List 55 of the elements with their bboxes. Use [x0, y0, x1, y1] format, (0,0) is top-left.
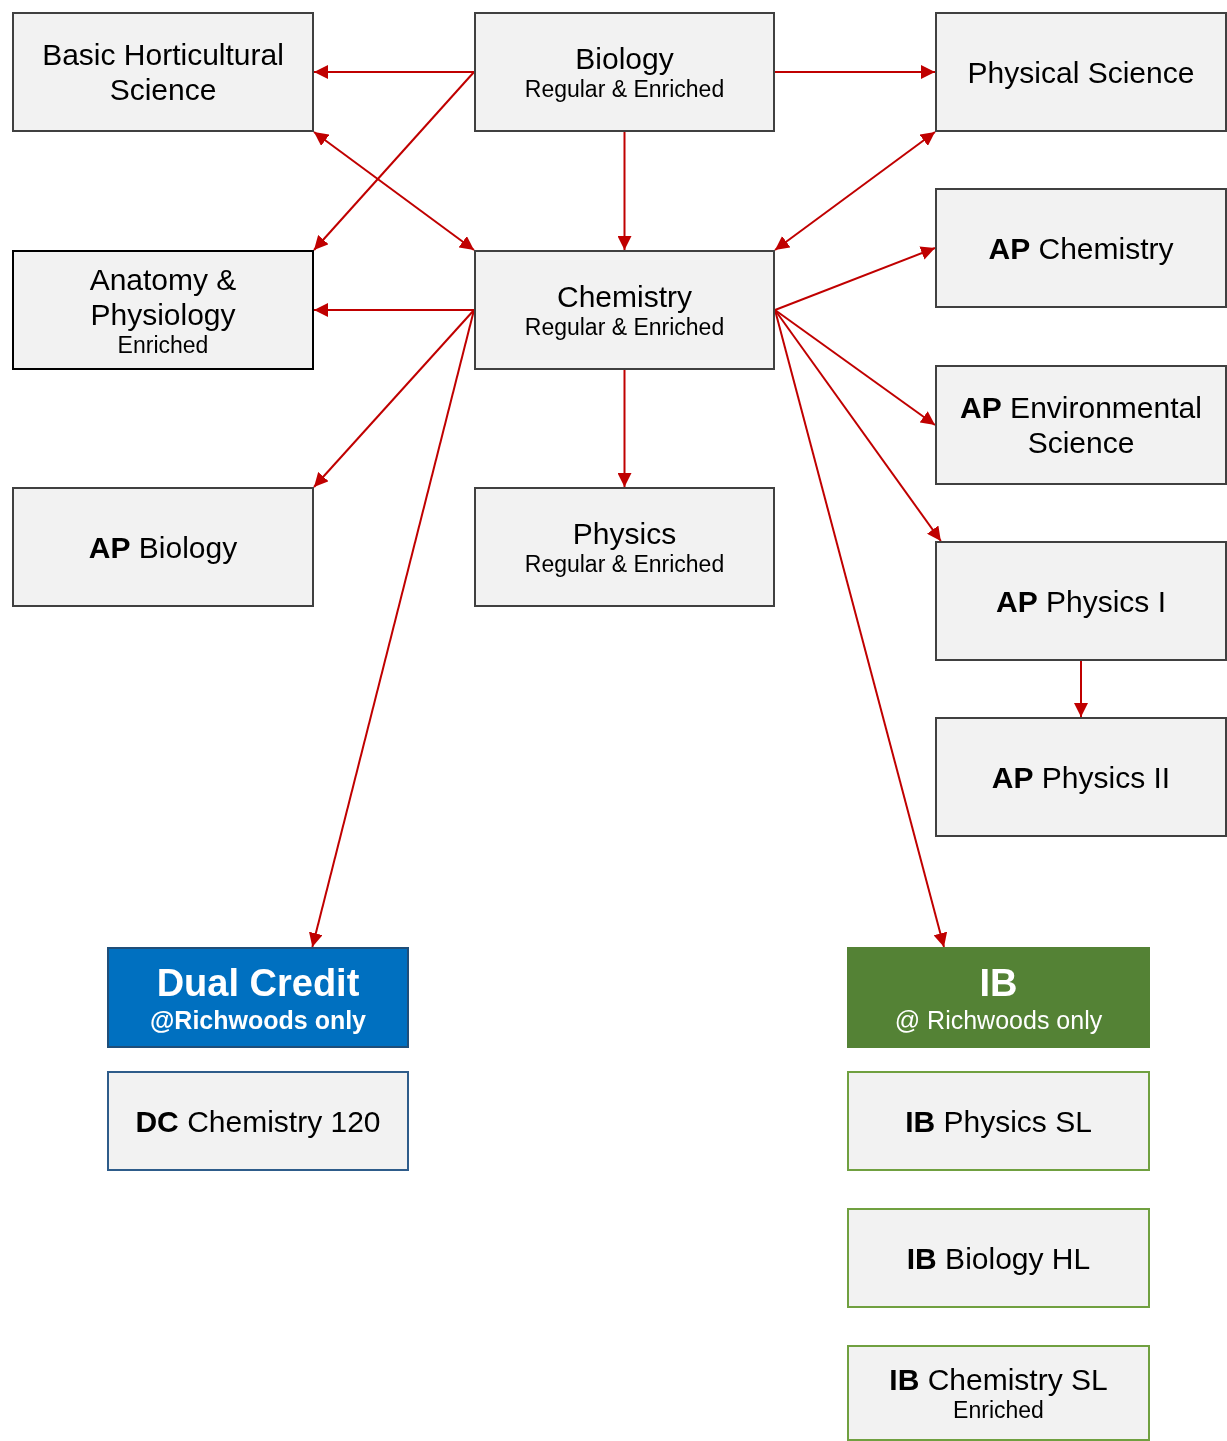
course-title: IB Chemistry SL [889, 1362, 1108, 1397]
course-box [935, 12, 1227, 132]
arrow [774, 131, 936, 251]
arrow [313, 71, 475, 251]
course-title: AP Biology [88, 529, 238, 565]
course-box [935, 188, 1227, 308]
course-title: IB Biology HL [906, 1240, 1091, 1276]
arrow [313, 309, 475, 488]
arrow [774, 65, 936, 79]
course-title: Physical Science [967, 54, 1195, 90]
course-box [107, 1071, 409, 1171]
course-box [847, 947, 1150, 1048]
course-box [935, 365, 1227, 485]
course-subtitle: Regular & Enriched [524, 76, 725, 103]
arrow [313, 131, 475, 251]
course-title: AP Chemistry [988, 230, 1174, 266]
arrow [1074, 660, 1088, 718]
arrow [309, 309, 475, 948]
course-subtitle: Regular & Enriched [524, 314, 725, 341]
course-box [847, 1208, 1150, 1308]
course-title: Biology [575, 41, 674, 76]
course-title: Basic Horticultural Science [41, 37, 285, 107]
course-box [474, 12, 775, 132]
course-title: IB Physics SL [905, 1103, 1092, 1139]
course-title: AP Environmental Science [959, 390, 1203, 460]
course-title: IB [979, 960, 1018, 1005]
course-box [474, 487, 775, 607]
course-box [12, 12, 314, 132]
course-title: Anatomy & Physiology [88, 261, 238, 332]
arrow [774, 309, 936, 426]
course-title: AP Physics I [995, 583, 1167, 619]
arrow [774, 246, 936, 311]
arrow [617, 131, 632, 251]
course-box [847, 1345, 1150, 1441]
course-subtitle: Enriched [117, 331, 209, 359]
course-box [12, 250, 314, 370]
arrow [617, 369, 632, 488]
course-box [847, 1071, 1150, 1171]
course-title: Physics [572, 516, 677, 551]
course-title: Chemistry [557, 279, 692, 314]
arrow [774, 309, 942, 542]
course-subtitle: Enriched [953, 1397, 1044, 1424]
course-title: AP Physics II [991, 759, 1171, 795]
course-box [12, 487, 314, 607]
course-subtitle: Regular & Enriched [524, 551, 725, 578]
course-box [474, 250, 775, 370]
arrow [313, 303, 475, 317]
arrow [313, 65, 475, 79]
course-box [935, 717, 1227, 837]
course-box [107, 947, 409, 1048]
course-subtitle: @ Richwoods only [894, 1004, 1103, 1035]
course-title: Dual Credit [156, 960, 360, 1005]
course-title: DC Chemistry 120 [135, 1103, 381, 1139]
course-box [935, 541, 1227, 661]
course-subtitle: @Richwoods only [149, 1004, 367, 1035]
